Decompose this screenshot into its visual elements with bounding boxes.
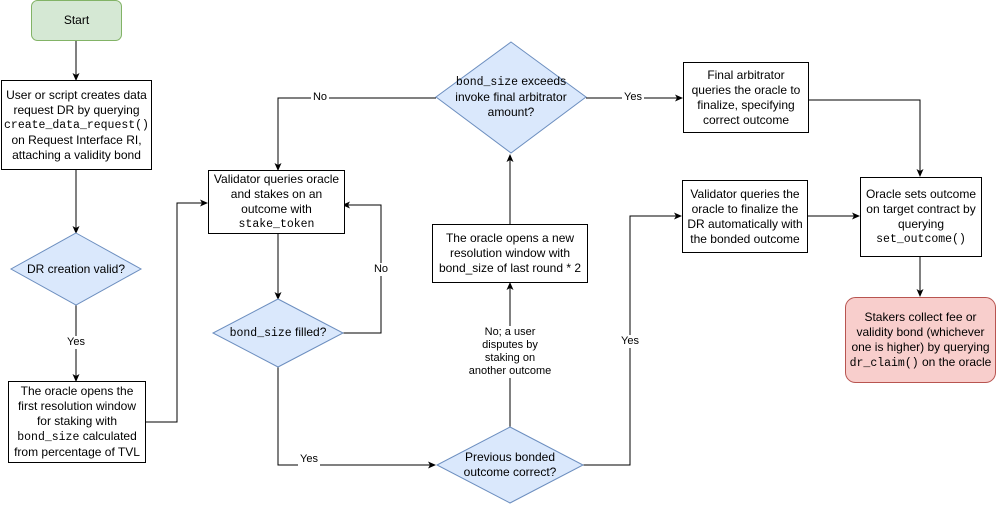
validator-stake-line-2: and stakes on an xyxy=(230,187,323,201)
edge-first-window-to-validator xyxy=(145,199,208,423)
create-dr-box xyxy=(1,80,152,170)
final-arbitrator-line-3: finalize, specifying xyxy=(697,97,795,112)
bond-exceeds-code: bond_size xyxy=(455,76,519,89)
first-window-label: The oracle opens the first resolution wi… xyxy=(8,381,146,463)
validator-finalize-label: Validator queries the oracle to finalize… xyxy=(682,180,808,253)
edge-label-correct-yes: Yes xyxy=(619,335,641,348)
edge-label-filled-yes: Yes xyxy=(298,453,320,466)
final-arbitrator-label: Final arbitrator queries the oracle to f… xyxy=(683,62,809,133)
validator-finalize-line-2: oracle to finalize the xyxy=(691,201,799,216)
edge-filled-yes xyxy=(277,367,436,469)
edge-label-valid-yes: Yes xyxy=(65,336,87,349)
bond-filled-text: bond_size filled? xyxy=(229,325,327,340)
final-arbitrator-box xyxy=(683,62,809,133)
bond-filled-diamond xyxy=(211,298,345,368)
bond-filled-label: bond_size filled? xyxy=(213,318,343,348)
dr-claim-code: dr_claim() xyxy=(849,356,919,370)
previous-correct-diamond xyxy=(435,426,585,504)
dr-valid-diamond xyxy=(9,232,143,306)
first-window-line-5: from percentage of TVL xyxy=(14,445,140,459)
bond-exceeds-line-2: invoke final arbitrator xyxy=(455,90,567,104)
new-window-line-2: resolution window with xyxy=(449,246,571,260)
set-outcome-line-2: on target contract by xyxy=(866,202,976,216)
edge-label-dispute: No; a user disputes by staking on anothe… xyxy=(464,326,556,378)
previous-correct-line-1: Previous bonded xyxy=(464,450,556,464)
first-window-box xyxy=(8,381,146,463)
first-window-line-4: bond_size calculated xyxy=(17,429,137,444)
edge-label-exceeds-yes: Yes xyxy=(622,91,644,104)
validator-stake-line-1: Validator queries oracle xyxy=(213,172,340,186)
validator-stake-line-3: outcome with xyxy=(241,202,312,216)
edge-exceeds-no xyxy=(274,97,436,171)
set-outcome-line-4: set_outcome() xyxy=(876,233,966,246)
start-node xyxy=(31,0,122,41)
edge-arbitrator-to-set-outcome xyxy=(808,99,924,177)
dispute-line-1: No; a user xyxy=(484,326,536,338)
set-outcome-label: Oracle sets outcome on target contract b… xyxy=(860,177,982,257)
validator-finalize-box xyxy=(682,180,808,253)
stakers-claim-label: Stakers collect fee or validity bond (wh… xyxy=(845,297,996,383)
first-window-line-2: first resolution window xyxy=(17,399,137,413)
final-arbitrator-line-2: queries the oracle to xyxy=(691,82,801,97)
validator-stake-box xyxy=(208,170,345,234)
previous-correct-line-2: outcome correct? xyxy=(463,465,557,479)
new-window-label: The oracle opens a new resolution window… xyxy=(432,224,588,283)
create-dr-line-5: attaching a validity bond xyxy=(12,147,141,162)
new-window-line-1: The oracle opens a new xyxy=(445,231,575,245)
final-arbitrator-line-1: Final arbitrator xyxy=(707,67,785,82)
edge-label-filled-no: No xyxy=(372,263,390,276)
set-outcome-line-1: Oracle sets outcome xyxy=(865,187,977,201)
bond-size-code: bond_size xyxy=(17,431,80,444)
bond-exceeds-label: bond_size exceeds invoke final arbitrato… xyxy=(436,72,586,122)
create-dr-label: User or script creates data request DR b… xyxy=(1,80,152,170)
bond-filled-code: bond_size xyxy=(229,327,292,340)
validator-stake-label: Validator queries oracle and stakes on a… xyxy=(208,170,345,234)
start-label: Start xyxy=(31,0,122,41)
validator-finalize-line-4: the bonded outcome xyxy=(690,231,800,246)
create-dr-line-1: User or script creates data xyxy=(6,87,147,102)
stakers-claim-line-4: dr_claim() on the oracle xyxy=(849,354,992,370)
first-window-line-1: The oracle opens the xyxy=(20,384,134,398)
previous-correct-label: Previous bonded outcome correct? xyxy=(440,448,580,482)
start-text: Start xyxy=(63,13,90,27)
dr-valid-label: DR creation valid? xyxy=(11,254,141,284)
stakers-claim-line-1: Stakers collect fee or xyxy=(864,309,977,324)
dr-valid-text: DR creation valid? xyxy=(26,261,126,276)
dispute-line-3: staking on xyxy=(484,352,536,364)
dispute-line-4: another outcome xyxy=(468,365,552,377)
final-arbitrator-line-4: correct outcome xyxy=(702,112,790,127)
bond-exceeds-diamond xyxy=(435,41,587,154)
bond-exceeds-line-3: amount? xyxy=(487,105,535,119)
set-outcome-box xyxy=(860,177,982,257)
stakers-claim-node xyxy=(845,297,996,383)
validator-finalize-line-3: DR automatically with xyxy=(687,216,803,231)
create-dr-line-2: request DR by querying xyxy=(13,102,140,117)
create-dr-line-3: create_data_request() xyxy=(4,118,149,132)
stakers-claim-line-3: one is higher) by querying xyxy=(851,339,990,354)
validator-finalize-line-1: Validator queries the xyxy=(690,186,800,201)
bond-exceeds-line-1: bond_size exceeds xyxy=(455,74,567,89)
first-window-line-3: for staking with xyxy=(36,414,118,428)
new-window-line-3: bond_size of last round * 2 xyxy=(438,261,582,275)
dispute-line-2: disputes by xyxy=(482,339,538,351)
set-outcome-line-3: querying xyxy=(897,217,945,231)
stakers-claim-line-2: validity bond (whichever xyxy=(856,324,985,339)
create-dr-line-4: on Request Interface RI, xyxy=(11,132,142,147)
new-window-box xyxy=(432,224,588,283)
edge-label-exceeds-no: No xyxy=(311,91,329,104)
validator-stake-line-4: stake_token xyxy=(238,218,315,231)
